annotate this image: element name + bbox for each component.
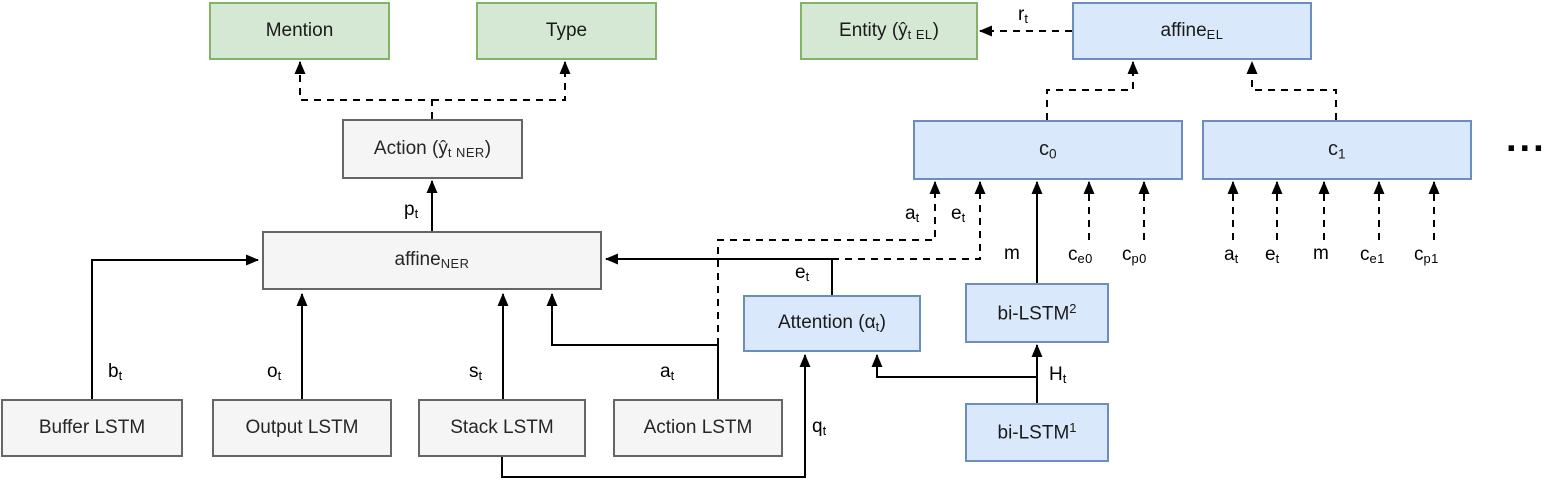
stack-lstm-node: Stack LSTM <box>418 399 586 457</box>
edge-label-at-c1: at <box>1224 244 1239 267</box>
type-label: Type <box>545 20 588 41</box>
bilstm2-label: bi-LSTM2 <box>997 300 1077 325</box>
entity-label: Entity (ŷt EL) <box>839 19 939 43</box>
edge-buffer-to-affine-ner <box>91 254 259 399</box>
edge-label-ce0: ce0 <box>1068 244 1093 267</box>
action-label: Action (ŷt NER) <box>373 137 492 161</box>
bilstm2-node: bi-LSTM2 <box>965 283 1109 343</box>
edge-label-qt: qt <box>812 416 827 439</box>
attention-label: Attention (αt) <box>777 312 886 335</box>
type-node: Type <box>476 2 657 60</box>
edge-action-to-type <box>432 61 571 101</box>
c0-node: c0 <box>913 120 1183 180</box>
mention-node: Mention <box>209 2 390 60</box>
edge-label-ot: ot <box>267 361 282 384</box>
edge-label-rt: rt <box>1018 4 1029 27</box>
edge-label-m-c1: m <box>1313 243 1329 264</box>
edge-label-cp1: cp1 <box>1414 244 1439 267</box>
c0-label: c0 <box>1038 138 1058 162</box>
edge-label-ce1: ce1 <box>1360 244 1385 267</box>
edge-label-st: st <box>469 361 483 384</box>
bilstm1-node: bi-LSTM1 <box>965 403 1109 462</box>
edge-label-at-action: at <box>660 361 675 384</box>
output-lstm-node: Output LSTM <box>212 399 392 457</box>
edge-label-pt: pt <box>404 199 419 222</box>
affine-el-label: affineEL <box>1160 19 1224 43</box>
edge-c1-to-affine-el <box>1246 61 1337 120</box>
buffer-lstm-node: Buffer LSTM <box>1 399 183 457</box>
edge-label-m-c0: m <box>1004 243 1020 264</box>
action-lstm-node: Action LSTM <box>613 399 783 457</box>
edge-action-to-mention <box>294 61 433 119</box>
action-node: Action (ŷt NER) <box>342 119 523 179</box>
edge-label-et-c0: et <box>951 203 966 226</box>
edge-c0-to-affine-el <box>1046 61 1139 120</box>
edge-et-to-c0 <box>832 181 986 260</box>
attention-node: Attention (αt) <box>743 295 921 352</box>
entity-node: Entity (ŷt EL) <box>800 2 978 60</box>
mention-label: Mention <box>265 20 334 41</box>
c1-node: c1 <box>1202 120 1472 180</box>
edge-bilstm1-to-attention-ht <box>871 354 1037 378</box>
affine-ner-label: affineNER <box>394 249 470 272</box>
edge-label-ht: Ht <box>1049 364 1067 387</box>
edge-label-bt: bt <box>108 361 123 384</box>
affine-el-node: affineEL <box>1072 2 1312 60</box>
output-lstm-label: Output LSTM <box>245 417 359 438</box>
continuation-ellipsis: ... <box>1506 118 1547 160</box>
edge-stack-to-attention-qt <box>501 354 811 478</box>
edge-action-lstm-to-affine-ner <box>546 293 719 399</box>
edge-label-at-c0: at <box>905 203 920 226</box>
edge-at-to-c0 <box>717 181 941 345</box>
buffer-lstm-label: Buffer LSTM <box>38 417 146 438</box>
affine-ner-node: affineNER <box>262 231 602 290</box>
edge-label-et-attention: et <box>795 262 810 285</box>
action-lstm-label: Action LSTM <box>643 417 753 438</box>
edge-label-cp0: cp0 <box>1122 244 1147 267</box>
edge-label-et-c1: et <box>1265 244 1280 267</box>
c1-label: c1 <box>1327 138 1347 162</box>
stack-lstm-label: Stack LSTM <box>450 417 554 438</box>
bilstm1-label: bi-LSTM1 <box>997 420 1077 444</box>
